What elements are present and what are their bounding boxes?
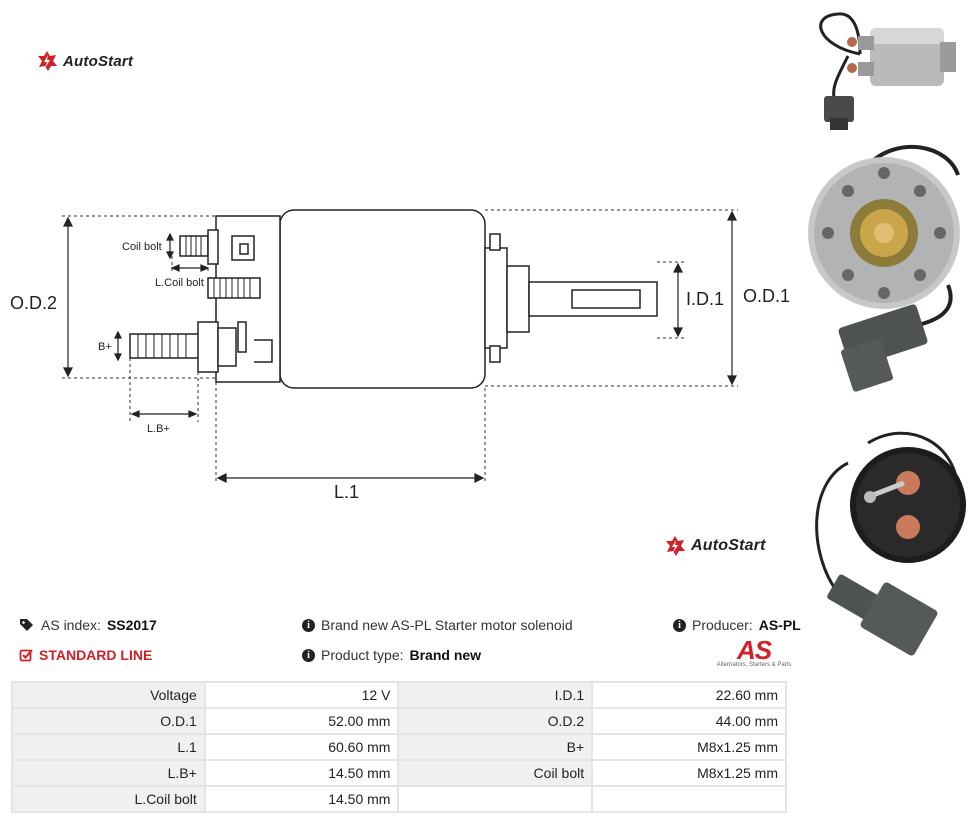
table-row: L.B+ 14.50 mm Coil bolt M8x1.25 mm — [11, 759, 787, 787]
autostart-logo-bottom: AutoStart — [664, 535, 766, 557]
product-type: i Product type: Brand new — [302, 647, 481, 663]
autostart-logo: AutoStart — [36, 50, 133, 72]
spec-key: B+ — [397, 733, 594, 761]
label-od1: O.D.1 — [743, 286, 790, 306]
spec-key: O.D.1 — [11, 707, 206, 735]
table-row: Voltage 12 V I.D.1 22.60 mm — [11, 681, 787, 709]
solenoid-photo-rear — [815, 431, 966, 656]
label-coil-bolt: Coil bolt — [122, 241, 162, 253]
standard-line-label: STANDARD LINE — [39, 647, 153, 663]
spec-key: O.D.2 — [397, 707, 594, 735]
spec-value: 14.50 mm — [203, 759, 400, 787]
check-square-icon — [19, 649, 33, 662]
solenoid-photo-front — [808, 144, 960, 392]
table-row: L.1 60.60 mm B+ M8x1.25 mm — [11, 733, 787, 761]
spec-value: 22.60 mm — [591, 681, 787, 709]
label-l-coil-bolt: L.Coil bolt — [155, 277, 204, 289]
tag-icon — [20, 619, 33, 631]
standard-line: STANDARD LINE — [19, 647, 152, 663]
product-type-value: Brand new — [409, 647, 482, 663]
as-pl-logo: AS Alternators, Starters & Parts — [714, 635, 794, 668]
spec-value: 14.50 mm — [203, 785, 400, 813]
spec-empty — [591, 785, 787, 813]
spec-key: I.D.1 — [397, 681, 594, 709]
dimension-diagram: Coil bolt L.Coil bolt B+ L.B+ L.1 O.D.2 … — [10, 209, 790, 502]
description: i Brand new AS-PL Starter motor solenoid — [302, 617, 573, 633]
label-l-b-plus: L.B+ — [147, 423, 170, 435]
as-logo-tagline: Alternators, Starters & Parts — [716, 662, 792, 668]
spec-value: M8x1.25 mm — [591, 759, 787, 787]
autostart-logo-icon — [38, 51, 57, 71]
spec-value: M8x1.25 mm — [591, 733, 787, 761]
info-circle-icon: i — [302, 648, 315, 662]
spec-empty — [397, 785, 594, 813]
label-od2: O.D.2 — [10, 293, 57, 313]
producer-value: AS-PL — [758, 617, 801, 633]
spec-value: 52.00 mm — [203, 707, 400, 735]
producer: i Producer: AS-PL — [673, 617, 801, 633]
spec-key: L.1 — [11, 733, 206, 761]
solenoid-photo-side — [819, 12, 956, 130]
product-type-label: Product type: — [321, 647, 404, 663]
spec-value: 44.00 mm — [591, 707, 787, 735]
autostart-logo-icon — [666, 536, 685, 556]
spec-key: Voltage — [11, 681, 206, 709]
info-circle-icon: i — [302, 618, 315, 632]
label-l1: L.1 — [334, 482, 359, 502]
logo-text: AutoStart — [63, 52, 134, 70]
label-id1: I.D.1 — [686, 289, 724, 309]
as-index-value: SS2017 — [106, 617, 157, 633]
table-row: L.Coil bolt 14.50 mm — [11, 785, 787, 813]
logo-text-bottom: AutoStart — [691, 537, 766, 554]
spec-key: L.Coil bolt — [11, 785, 206, 813]
spec-value: 12 V — [203, 681, 400, 709]
table-row: O.D.1 52.00 mm O.D.2 44.00 mm — [11, 707, 787, 735]
spec-value: 60.60 mm — [203, 733, 400, 761]
spec-key: L.B+ — [11, 759, 206, 787]
as-index-label: AS index: — [41, 617, 101, 633]
description-text: Brand new AS-PL Starter motor solenoid — [321, 617, 573, 633]
producer-label: Producer: — [692, 617, 753, 633]
specs-table: Voltage 12 V I.D.1 22.60 mm O.D.1 52.00 … — [11, 681, 787, 813]
info-circle-icon: i — [673, 618, 686, 632]
as-logo-mark: AS — [736, 635, 772, 665]
as-index: AS index: SS2017 — [19, 617, 157, 633]
label-b-plus: B+ — [98, 341, 112, 353]
spec-key: Coil bolt — [397, 759, 594, 787]
